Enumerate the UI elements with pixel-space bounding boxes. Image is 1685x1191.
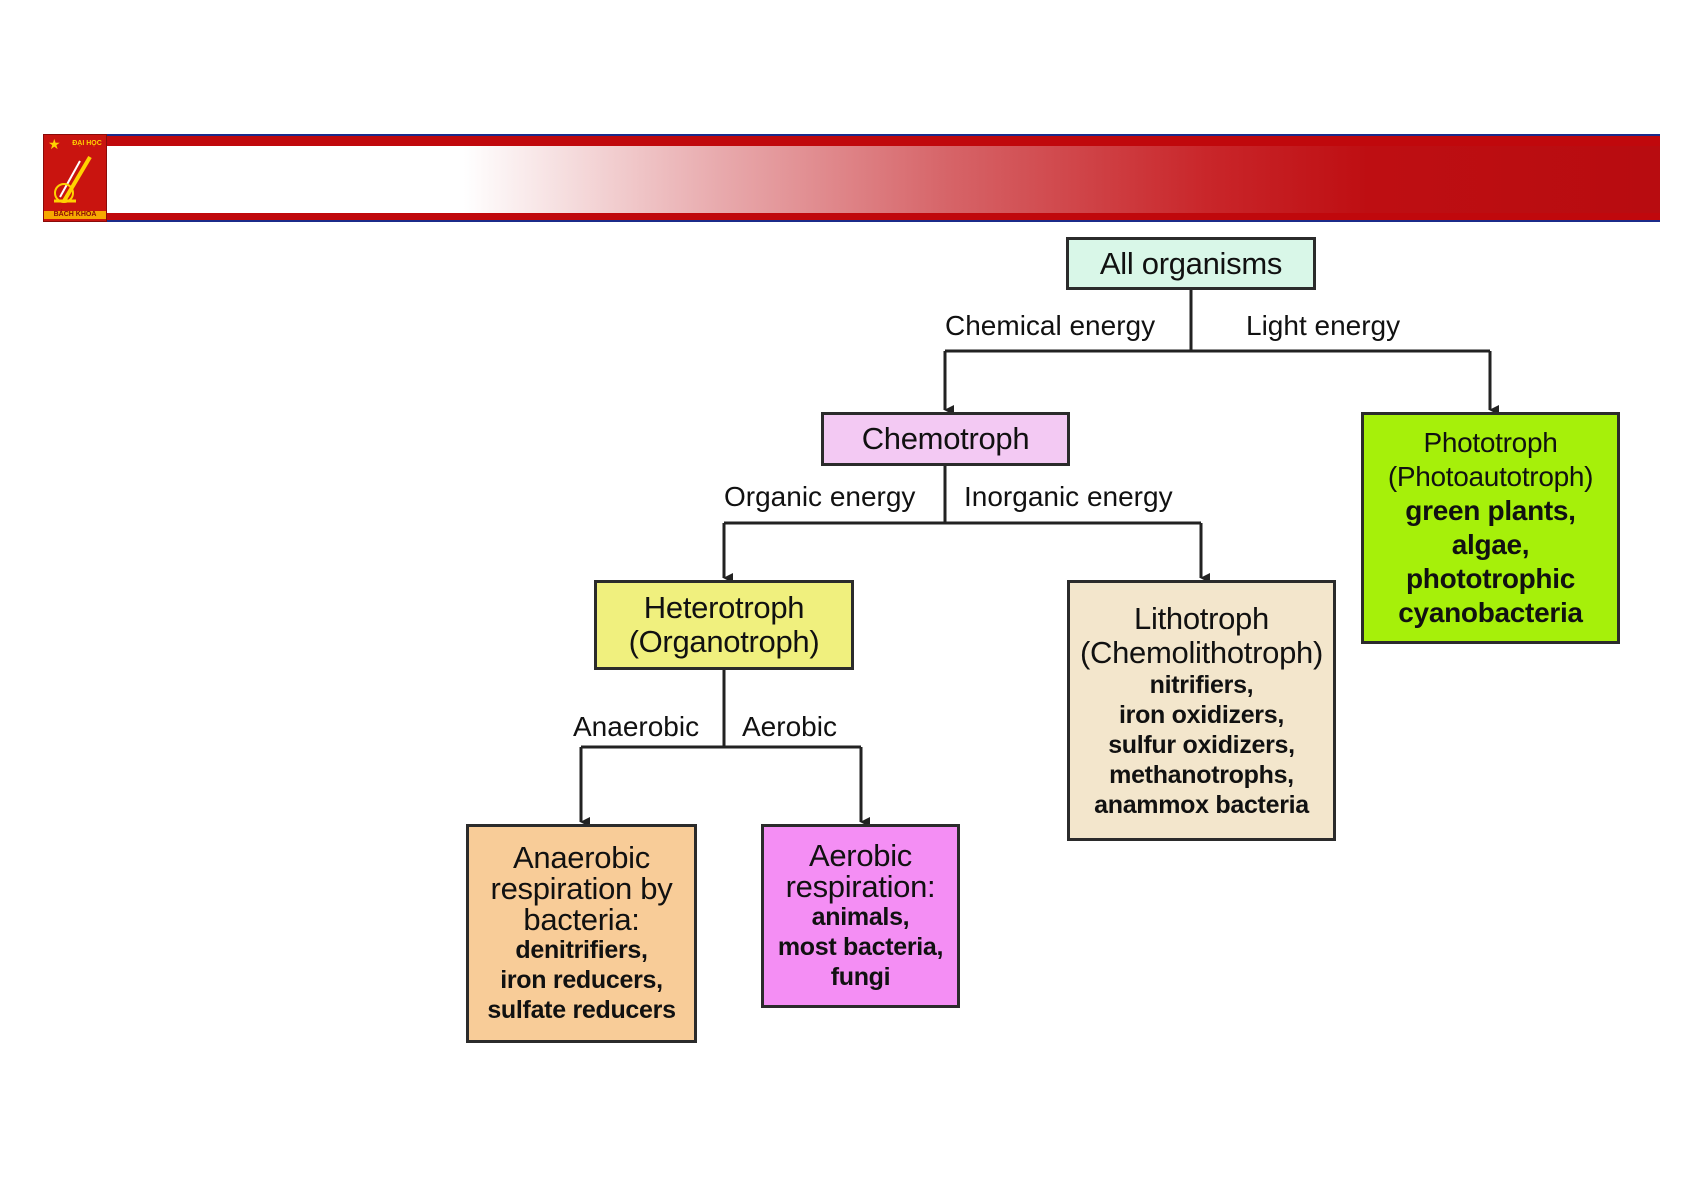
node-all-organisms: All organisms [1066, 237, 1316, 290]
node-chemotroph: Chemotroph [821, 412, 1070, 466]
example-line: most bacteria, [777, 933, 944, 961]
node-title: Heterotroph (Organotroph) [629, 591, 820, 659]
torch-icon [54, 155, 92, 203]
node-examples: animals, most bacteria, fungi [777, 902, 944, 992]
edge-label-organic-energy: Organic energy [724, 481, 916, 512]
title-line: Anaerobic [513, 840, 650, 875]
example-line: phototrophic [1405, 563, 1575, 594]
node-title: Lithotroph (Chemolithotroph) [1079, 600, 1323, 670]
example-line: sulfur oxidizers, [1108, 730, 1295, 759]
star-icon: ★ [48, 136, 61, 152]
edge-label-anaerobic: Anaerobic [573, 711, 700, 742]
title-line: respiration by [490, 871, 673, 906]
example-line: sulfate reducers [487, 996, 676, 1024]
example-line: denitrifiers, [515, 936, 648, 964]
banner-bottom-band [43, 213, 1660, 220]
title-line: bacteria: [523, 902, 640, 937]
title-line: Phototroph [1423, 427, 1558, 458]
banner-top-band [43, 136, 1660, 146]
node-examples: nitrifiers, iron oxidizers, sulfur oxidi… [1094, 670, 1309, 820]
example-line: anammox bacteria [1094, 790, 1309, 819]
title-line: respiration: [785, 869, 936, 904]
example-line: methanotrophs, [1109, 760, 1294, 789]
node-examples: green plants, algae, phototrophic cyanob… [1398, 494, 1583, 630]
title-line: (Organotroph) [628, 624, 820, 659]
node-examples: denitrifiers, iron reducers, sulfate red… [487, 935, 676, 1025]
edge-label-aerobic: Aerobic [742, 711, 837, 742]
node-lithotroph: Lithotroph (Chemolithotroph) nitrifiers,… [1067, 580, 1336, 841]
title-line: (Photoautotroph) [1387, 461, 1594, 492]
node-title: Anaerobic respiration by bacteria: [491, 842, 673, 935]
node-title: Chemotroph [861, 421, 1030, 456]
example-line: cyanobacteria [1398, 597, 1583, 628]
example-line: animals, [811, 903, 910, 931]
logo-bottom-text: BÁCH KHOA [44, 211, 106, 219]
example-line: iron reducers, [500, 966, 663, 994]
title-line: Aerobic [808, 838, 912, 873]
example-line: fungi [830, 963, 891, 991]
node-aerobic-respiration: Aerobic respiration: animals, most bacte… [761, 824, 960, 1008]
university-logo: ★ ĐẠI HỌC BÁCH KHOA [43, 134, 107, 222]
node-title: Aerobic respiration: [786, 840, 936, 902]
edge-label-chemical-energy: Chemical energy [945, 310, 1156, 341]
header-banner [43, 134, 1660, 222]
edge-label-inorganic-energy: Inorganic energy [964, 481, 1173, 512]
node-anaerobic-respiration: Anaerobic respiration by bacteria: denit… [466, 824, 697, 1043]
example-line: iron oxidizers, [1119, 700, 1284, 729]
title-line: Heterotroph [643, 590, 805, 625]
node-title: All organisms [1099, 245, 1283, 281]
example-line: algae, [1451, 529, 1530, 560]
example-line: green plants, [1405, 495, 1576, 526]
logo-top-text: ĐẠI HỌC [72, 140, 102, 147]
title-line: Lithotroph [1134, 600, 1269, 636]
node-heterotroph: Heterotroph (Organotroph) [594, 580, 854, 670]
example-line: nitrifiers, [1149, 670, 1254, 699]
edge-label-light-energy: Light energy [1246, 310, 1401, 341]
title-line: (Chemolithotroph) [1079, 634, 1323, 670]
node-phototroph: Phototroph (Photoautotroph) green plants… [1361, 412, 1620, 644]
node-title: Phototroph (Photoautotroph) [1387, 426, 1594, 494]
